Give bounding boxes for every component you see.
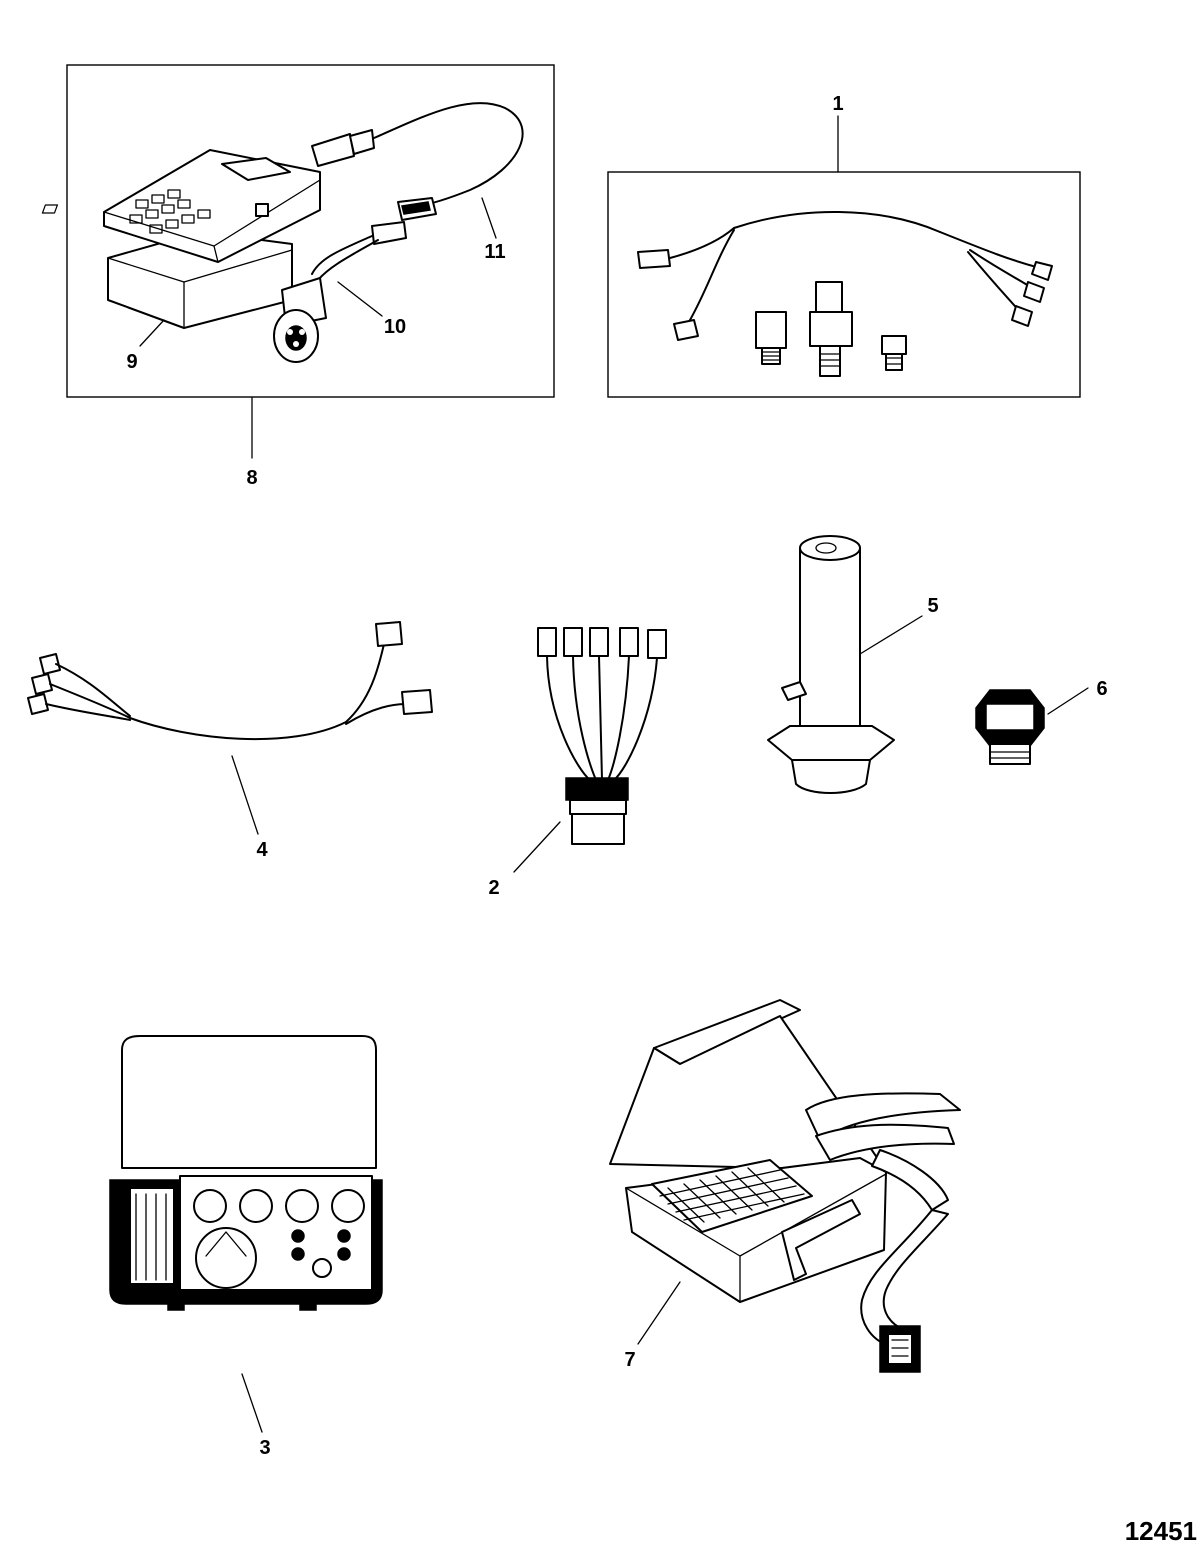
tool-5-tube [767, 535, 895, 794]
leader-3 [241, 1373, 263, 1433]
leader-7 [637, 1281, 681, 1345]
leader-5 [859, 615, 923, 655]
kit-8-frame [66, 64, 555, 398]
kit-1-frame [607, 171, 1081, 398]
leader-11 [481, 197, 497, 239]
callout-7: 7 [624, 1349, 635, 1371]
callout-5: 5 [927, 595, 938, 617]
leader-6 [1047, 687, 1089, 715]
callout-1: 1 [832, 93, 843, 115]
leader-4 [231, 755, 259, 835]
breakout-box-7 [609, 999, 961, 1373]
adapter-cable-10 [273, 221, 407, 363]
callout-8: 8 [246, 467, 257, 489]
callout-4: 4 [256, 839, 268, 861]
callout-3: 3 [259, 1437, 270, 1459]
tester-case-3 [109, 1035, 383, 1311]
callout-10: 10 [384, 316, 406, 338]
adapter-cable-11 [311, 102, 524, 221]
drawing-number: 12451 [1125, 1516, 1197, 1546]
scan-tool-unit [41, 149, 321, 329]
harness-2 [537, 627, 667, 845]
sensor-harness [637, 210, 1053, 341]
pressure-sensor-fittings [755, 281, 907, 377]
leader-9 [139, 319, 165, 347]
callout-6: 6 [1096, 678, 1107, 700]
leader-2 [513, 821, 561, 873]
harness-4 [27, 621, 433, 741]
leader-10 [337, 281, 383, 317]
callout-9: 9 [126, 351, 137, 373]
fitting-6 [975, 689, 1045, 765]
callout-11: 11 [484, 241, 505, 263]
callout-2: 2 [488, 877, 499, 899]
